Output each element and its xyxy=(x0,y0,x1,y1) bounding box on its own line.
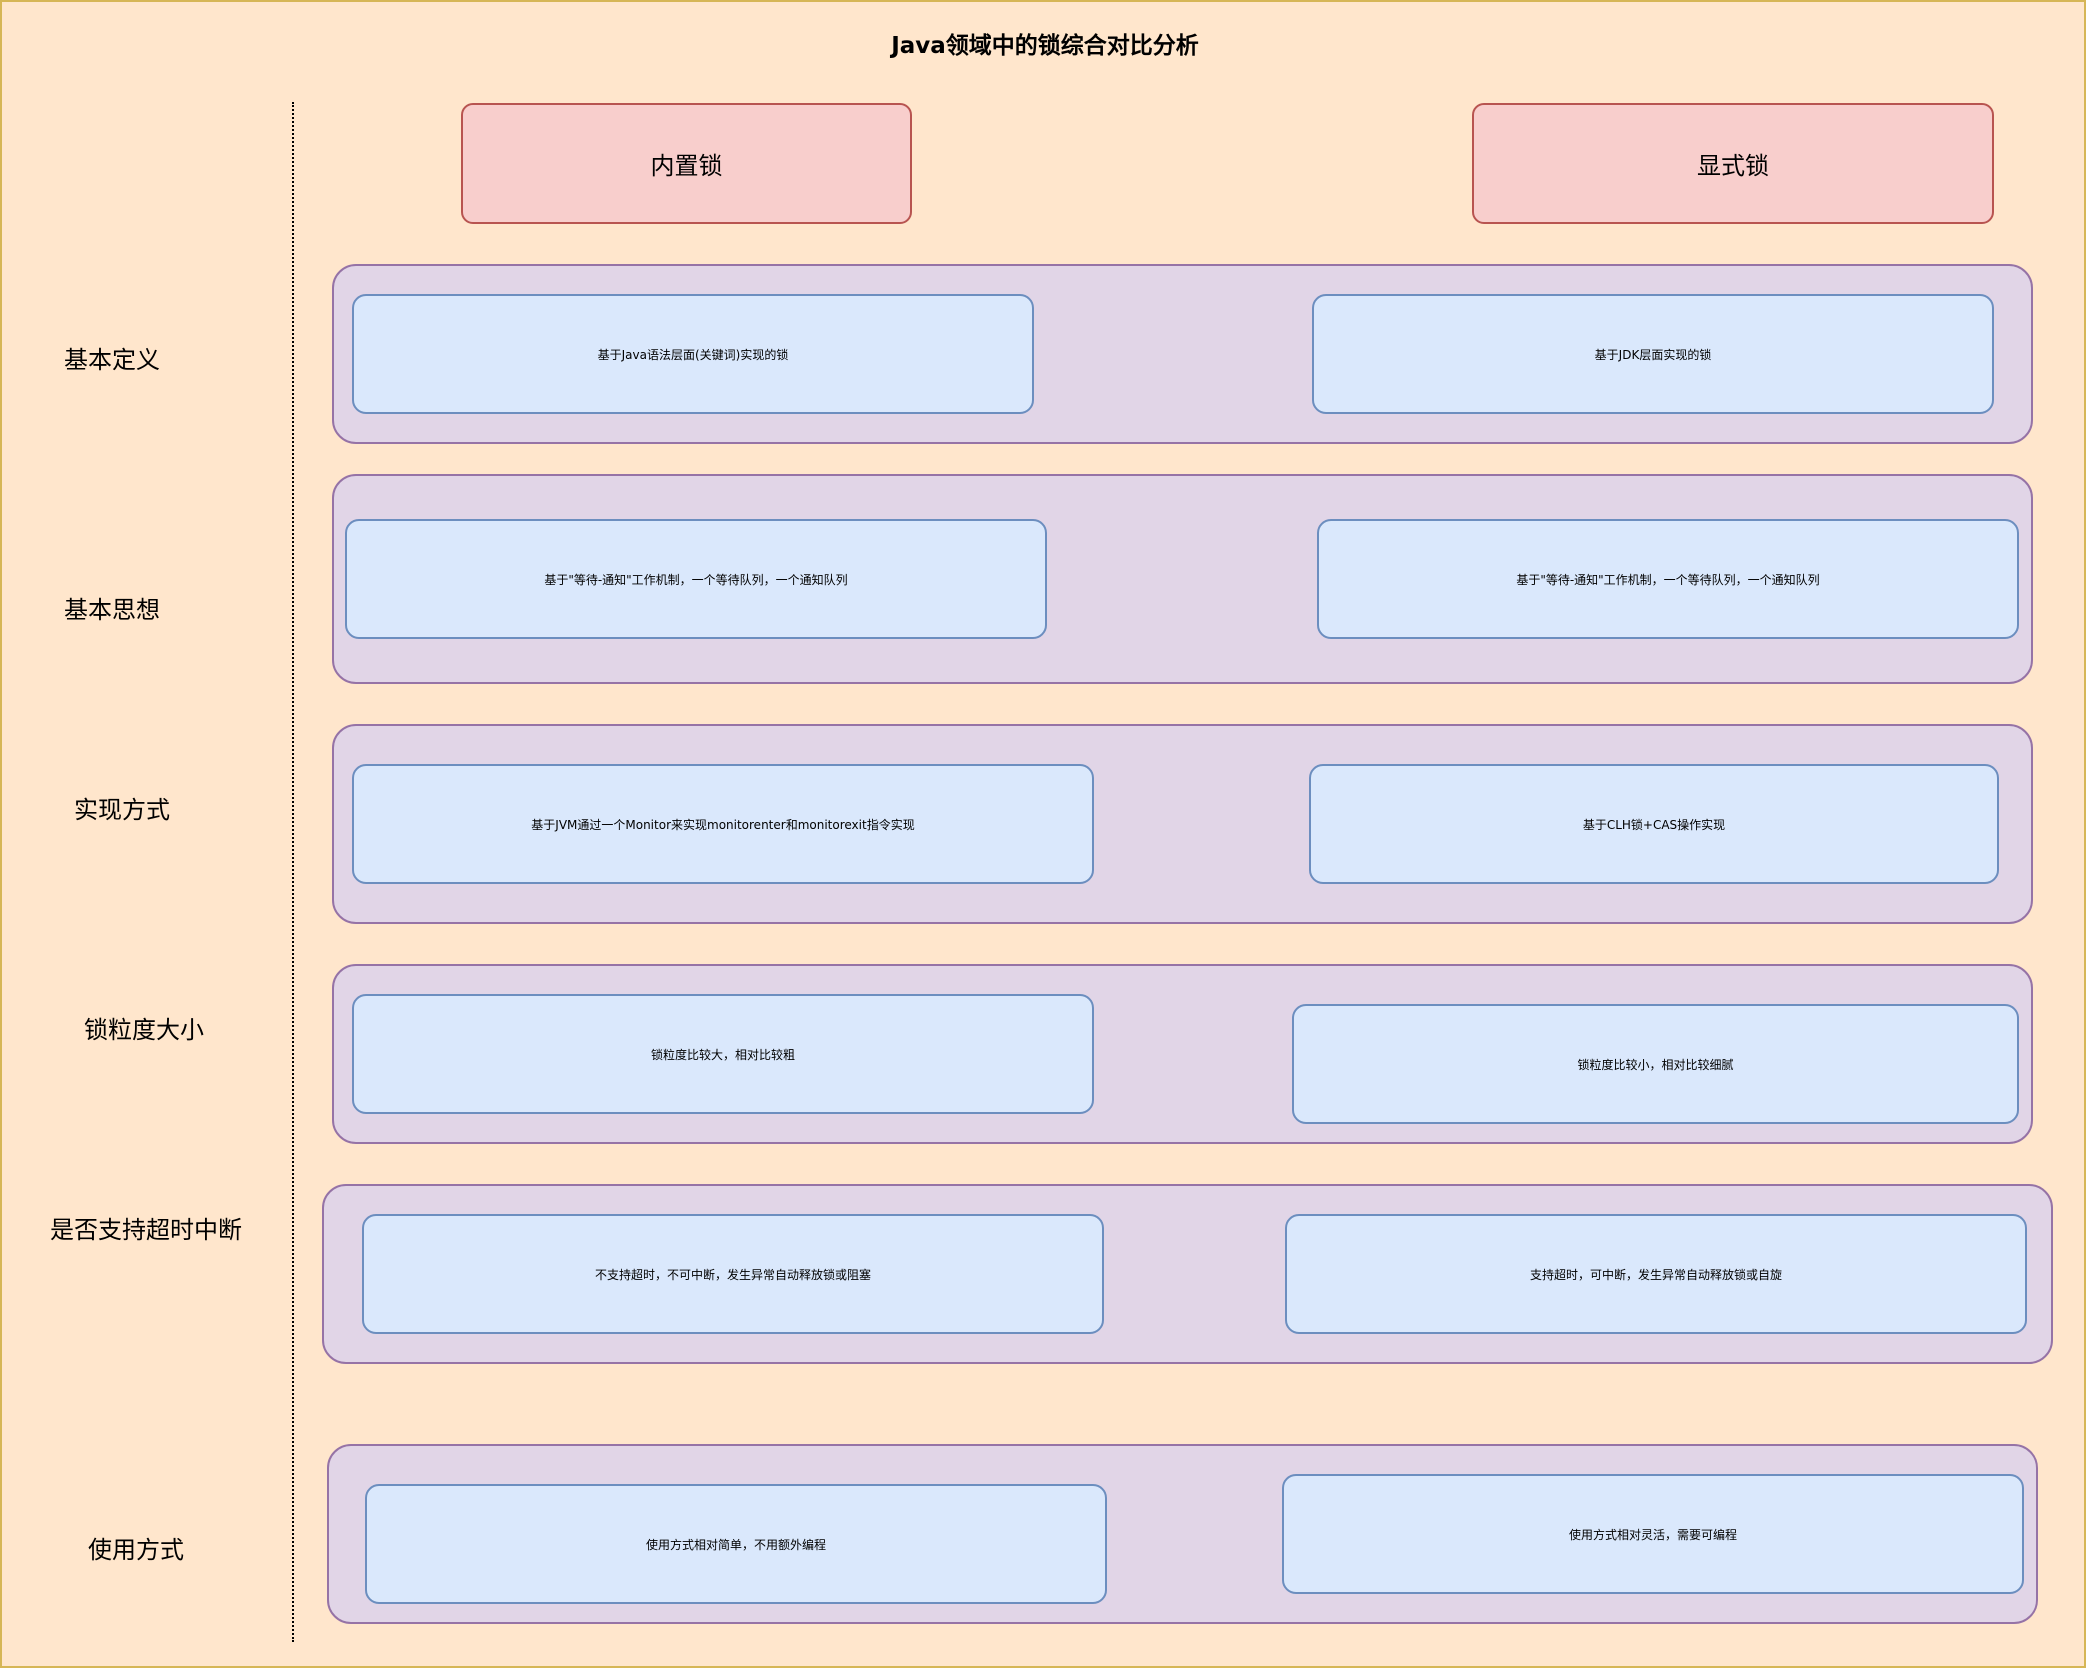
cell-timeout-interrupt-builtin: 不支持超时，不可中断，发生异常自动释放锁或阻塞 xyxy=(362,1214,1104,1334)
cell-basic-idea-builtin: 基于"等待-通知"工作机制，一个等待队列，一个通知队列 xyxy=(345,519,1047,639)
cell-text: 基于"等待-通知"工作机制，一个等待队列，一个通知队列 xyxy=(1516,572,1820,587)
row-label-divider xyxy=(292,102,294,1642)
cell-basic-idea-explicit: 基于"等待-通知"工作机制，一个等待队列，一个通知队列 xyxy=(1317,519,2019,639)
cell-text: 不支持超时，不可中断，发生异常自动释放锁或阻塞 xyxy=(594,1267,871,1282)
cell-text: 支持超时，可中断，发生异常自动释放锁或自旋 xyxy=(1529,1267,1782,1282)
cell-lock-granularity-builtin: 锁粒度比较大，相对比较粗 xyxy=(352,994,1094,1114)
row-label-basic-idea: 基本思想 xyxy=(64,596,160,624)
cell-text: 基于CLH锁+CAS操作实现 xyxy=(1582,817,1726,832)
row-label-usage: 使用方式 xyxy=(88,1536,184,1564)
cell-basic-definition-explicit: 基于JDK层面实现的锁 xyxy=(1312,294,1994,414)
cell-timeout-interrupt-explicit: 支持超时，可中断，发生异常自动释放锁或自旋 xyxy=(1285,1214,2027,1334)
column-header-builtin-lock: 内置锁 xyxy=(461,103,912,224)
cell-text: 使用方式相对灵活，需要可编程 xyxy=(1568,1527,1737,1542)
column-header-explicit-lock: 显式锁 xyxy=(1472,103,1994,224)
cell-text: 使用方式相对简单，不用额外编程 xyxy=(645,1537,826,1552)
cell-implementation-builtin: 基于JVM通过一个Monitor来实现monitorenter和monitore… xyxy=(352,764,1094,884)
cell-text: 锁粒度比较小，相对比较细腻 xyxy=(1577,1057,1734,1072)
row-label-timeout-interrupt: 是否支持超时中断 xyxy=(50,1216,242,1244)
row-label-lock-granularity: 锁粒度大小 xyxy=(84,1016,204,1044)
cell-basic-definition-builtin: 基于Java语法层面(关键词)实现的锁 xyxy=(352,294,1034,414)
cell-text: 基于Java语法层面(关键词)实现的锁 xyxy=(597,347,789,362)
cell-text: 基于JVM通过一个Monitor来实现monitorenter和monitore… xyxy=(531,817,915,832)
cell-usage-explicit: 使用方式相对灵活，需要可编程 xyxy=(1282,1474,2024,1594)
cell-lock-granularity-explicit: 锁粒度比较小，相对比较细腻 xyxy=(1292,1004,2019,1124)
cell-text: 锁粒度比较大，相对比较粗 xyxy=(650,1047,795,1062)
column-header-explicit-lock-label: 显式锁 xyxy=(1697,152,1769,180)
row-label-implementation: 实现方式 xyxy=(74,796,170,824)
cell-implementation-explicit: 基于CLH锁+CAS操作实现 xyxy=(1309,764,1999,884)
column-header-builtin-lock-label: 内置锁 xyxy=(650,152,723,180)
diagram-title: Java领域中的锁综合对比分析 xyxy=(891,33,1199,59)
cell-usage-builtin: 使用方式相对简单，不用额外编程 xyxy=(365,1484,1107,1604)
cell-text: 基于JDK层面实现的锁 xyxy=(1594,347,1712,362)
cell-text: 基于"等待-通知"工作机制，一个等待队列，一个通知队列 xyxy=(544,572,848,587)
row-label-basic-definition: 基本定义 xyxy=(64,346,160,374)
